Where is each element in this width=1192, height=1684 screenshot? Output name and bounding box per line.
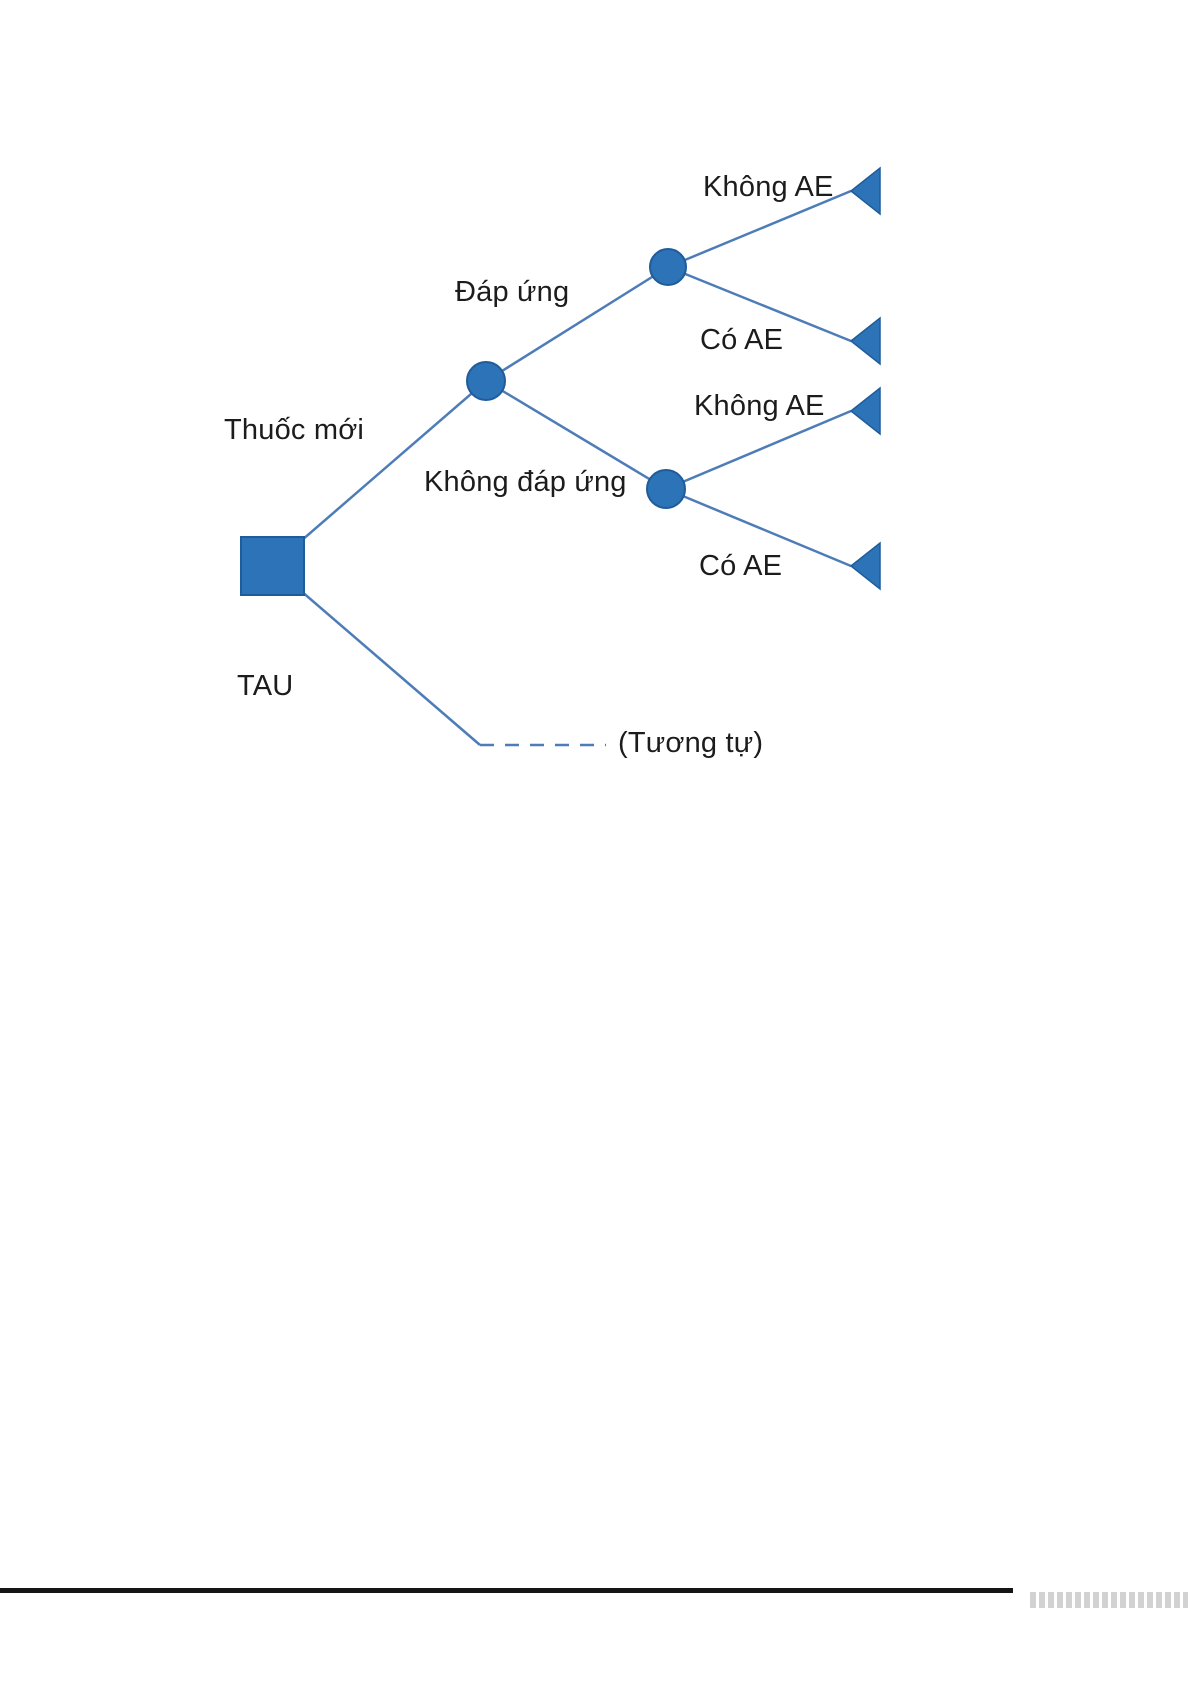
label-branch-no-respond: Không đáp ứng [424, 466, 627, 498]
edge-no-respond [485, 379, 667, 491]
label-branch-respond: Đáp ứng [455, 276, 570, 308]
label-no-respond-ae: Có AE [699, 550, 783, 582]
footer-smudge [1030, 1592, 1188, 1608]
label-similar: (Tương tự) [618, 727, 764, 759]
chance-node-root [466, 361, 506, 401]
chance-node-no-respond [646, 469, 686, 509]
edge-respond-ae [667, 265, 852, 343]
edge-respond [485, 265, 669, 383]
edge-root-to-chance1 [271, 380, 487, 567]
label-respond-no-ae: Không AE [703, 171, 834, 203]
decision-node-square [240, 536, 305, 596]
terminal-node-respond-no-ae [849, 166, 881, 216]
edge-respond-no-ae [667, 189, 852, 269]
terminal-node-no-respond-no-ae [849, 386, 881, 436]
footer-divider [0, 1588, 1013, 1593]
edge-no-respond-no-ae [665, 409, 852, 491]
label-root-bottom: TAU [237, 670, 294, 702]
terminal-node-respond-ae [849, 316, 881, 366]
edge-root-to-similar [271, 565, 481, 746]
label-no-respond-no-ae: Không AE [694, 390, 825, 422]
edge-no-respond-ae [665, 487, 852, 568]
chance-node-respond [649, 248, 687, 286]
terminal-node-no-respond-ae [849, 541, 881, 591]
label-respond-ae: Có AE [700, 324, 784, 356]
label-root-top: Thuốc mới [224, 414, 365, 446]
